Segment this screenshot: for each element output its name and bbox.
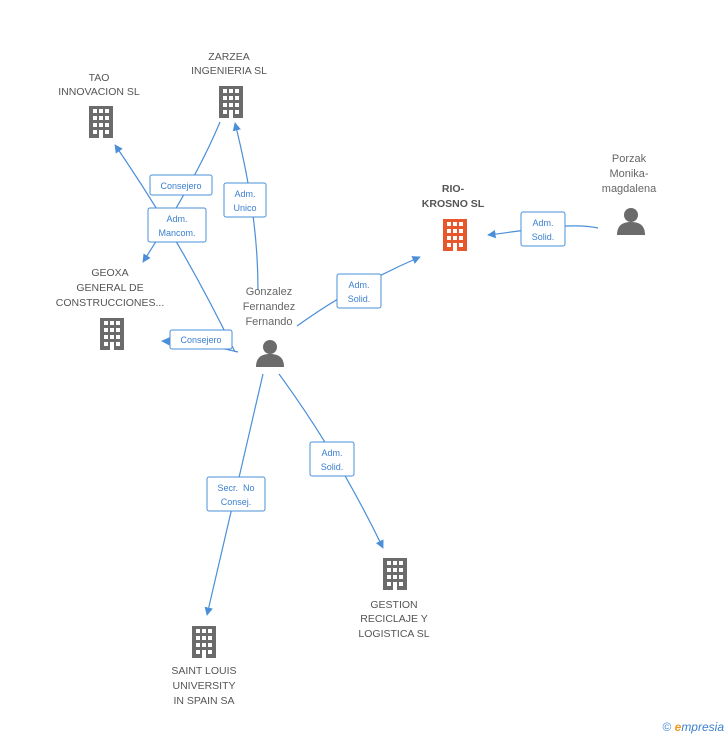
node-saint-louis[interactable]: SAINT LOUIS UNIVERSITY IN SPAIN SA <box>171 626 237 707</box>
node-label: IN SPAIN SA <box>173 695 234 707</box>
node-label: INGENIERIA SL <box>191 65 267 77</box>
node-porzak[interactable]: Porzak Monika- magdalena <box>602 153 657 235</box>
building-icon <box>219 86 243 118</box>
building-icon <box>443 219 467 251</box>
node-label: CONSTRUCCIONES... <box>56 297 165 309</box>
relation-consejero-tao[interactable]: Consejero <box>149 174 213 196</box>
brand-logo-e: e <box>674 720 682 734</box>
relation-text: Solid. <box>348 294 371 304</box>
node-label: LOGISTICA SL <box>358 628 429 640</box>
relation-labels: Consejero Adm. Unico Adm. Mancom. Adm. S… <box>147 174 566 512</box>
node-label: UNIVERSITY <box>172 680 235 692</box>
node-label: Porzak <box>612 153 647 165</box>
relation-text: Consej. <box>221 497 252 507</box>
node-gonzalez[interactable]: Gonzalez Fernandez Fernando <box>243 286 296 367</box>
node-label: TAO <box>89 72 110 84</box>
node-rio-krosno[interactable]: RIO- KROSNO SL <box>422 183 485 251</box>
relation-text: Consejero <box>180 335 221 345</box>
person-icon <box>256 340 284 367</box>
relation-secr-no-consej[interactable]: Secr. No Consej. <box>206 476 266 512</box>
relation-adm-solid-porzak[interactable]: Adm. Solid. <box>520 211 566 247</box>
node-label: KROSNO SL <box>422 198 485 210</box>
node-label: ZARZEA <box>208 51 249 63</box>
node-label: GESTION <box>370 599 417 611</box>
relation-text: Solid. <box>532 232 555 242</box>
node-label: Fernando <box>245 316 292 328</box>
relation-text: Adm. <box>321 448 342 458</box>
node-label: Monika- <box>609 168 648 180</box>
node-geoxa[interactable]: GEOXA GENERAL DE CONSTRUCCIONES... <box>56 267 165 350</box>
node-label: INNOVACION SL <box>58 86 140 98</box>
relation-text: Mancom. <box>158 228 195 238</box>
brand-name: mpresia <box>681 720 724 734</box>
node-zarzea[interactable]: ZARZEA INGENIERIA SL <box>191 51 267 118</box>
relation-text: Adm. <box>532 218 553 228</box>
relation-adm-mancom[interactable]: Adm. Mancom. <box>147 207 207 243</box>
building-icon <box>100 318 124 350</box>
relation-text: Adm. <box>234 189 255 199</box>
person-icon <box>617 208 645 235</box>
node-label: SAINT LOUIS <box>171 665 236 677</box>
node-label: GEOXA <box>91 267 128 279</box>
node-gestion[interactable]: GESTION RECICLAJE Y LOGISTICA SL <box>358 558 430 640</box>
relation-text: Adm. <box>166 214 187 224</box>
node-label: RIO- <box>442 183 465 195</box>
edges <box>114 121 599 616</box>
relation-text: Adm. <box>348 280 369 290</box>
node-label: Gonzalez <box>246 286 292 298</box>
edge-gonzalez-tao <box>114 144 236 353</box>
building-icon <box>89 106 113 138</box>
relation-text: Consejero <box>160 181 201 191</box>
copyright-symbol: © <box>662 720 672 734</box>
relation-adm-solid-gestion[interactable]: Adm. Solid. <box>309 441 355 477</box>
building-icon <box>192 626 216 658</box>
relation-adm-unico[interactable]: Adm. Unico <box>223 182 267 218</box>
node-label: GENERAL DE <box>76 282 143 294</box>
node-label: Fernandez <box>243 301 296 313</box>
node-tao[interactable]: TAO INNOVACION SL <box>58 72 140 138</box>
node-label: RECICLAJE Y <box>360 613 428 625</box>
relation-text: Solid. <box>321 462 344 472</box>
relation-text: Secr. No <box>217 483 254 493</box>
relation-consejero-geoxa[interactable]: Consejero <box>169 329 233 350</box>
relation-adm-solid-rio[interactable]: Adm. Solid. <box>336 273 382 309</box>
building-icon <box>383 558 407 590</box>
relation-text: Unico <box>233 203 256 213</box>
footer-brand: © empresia <box>662 720 724 734</box>
node-label: magdalena <box>602 183 657 195</box>
